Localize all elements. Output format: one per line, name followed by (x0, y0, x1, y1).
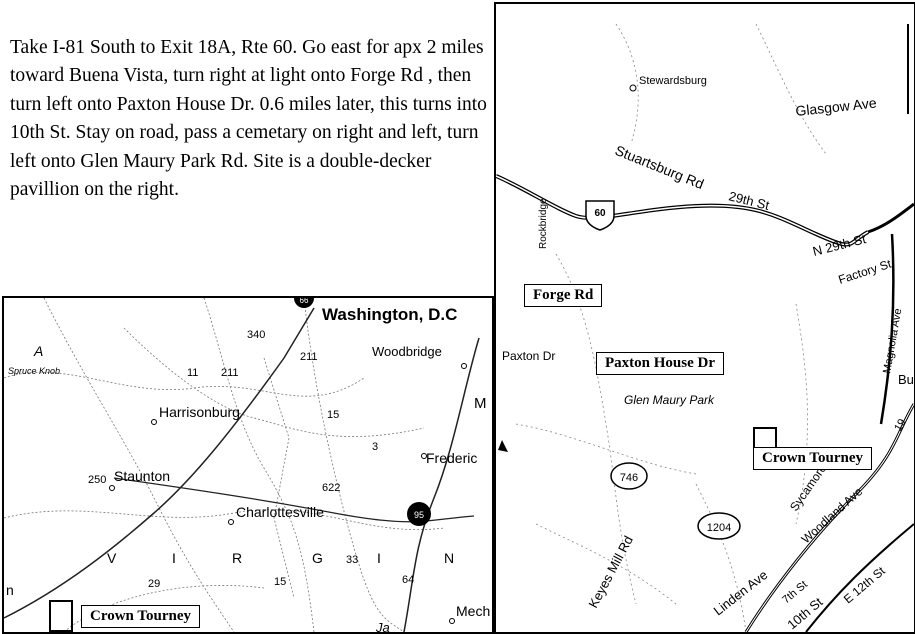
virginia-letter: N (444, 550, 454, 566)
route-number: 3 (372, 441, 378, 453)
label-woodbridge: Woodbridge (372, 344, 442, 359)
route-60-road (496, 174, 869, 247)
route-number: 622 (322, 482, 340, 494)
regional-map-svg: 66 95 Washington, D.C Woodbridge Harriso… (4, 298, 490, 632)
interstate-95-line (403, 337, 480, 632)
route-number: 15 (274, 576, 286, 588)
site-location-marker (49, 600, 73, 632)
label-keyes-mill-rd: Keyes Mill Rd (585, 533, 636, 610)
route-number: 29 (148, 578, 160, 590)
label-paxton-dr: Paxton Dr (502, 349, 555, 363)
regional-map[interactable]: 66 95 Washington, D.C Woodbridge Harriso… (2, 296, 494, 634)
label-n-fragment: n (6, 582, 14, 598)
local-map-svg: Stewardsburg Glasgow Ave Stuartsburg Rd … (496, 23, 914, 632)
crown-tourney-callout: Crown Tourney (81, 605, 201, 628)
route-number: 340 (247, 329, 265, 341)
woodbridge-marker-icon (461, 363, 467, 369)
label-stewardsburg: Stewardsburg (639, 75, 707, 87)
charlottesville-marker-icon (228, 519, 234, 525)
virginia-letter: I (377, 550, 381, 566)
mech-marker-icon (449, 618, 455, 624)
label-washington: Washington, D.C (322, 305, 457, 324)
label-glen-maury-park: Glen Maury Park (624, 393, 715, 407)
label-bu-fragment: Bu (898, 372, 914, 387)
label-rockbridge: Rockbridge (538, 198, 549, 249)
route-number: 211 (300, 351, 318, 363)
label-stuartsburg-rd: Stuartsburg Rd (613, 142, 706, 192)
label-spruce-knob: Spruce Knob (8, 366, 60, 376)
local-map[interactable]: Stewardsburg Glasgow Ave Stuartsburg Rd … (494, 2, 915, 634)
local-map-minor-roads (515, 23, 827, 632)
directions-text: Take I-81 South to Exit 18A, Rte 60. Go … (10, 37, 487, 201)
route-number: 211 (221, 367, 239, 379)
virginia-letter: G (312, 550, 323, 566)
route-number: 15 (327, 409, 339, 421)
staunton-marker-icon (109, 485, 115, 491)
interstate-66-label: 66 (300, 298, 309, 305)
route-number: 11 (187, 367, 198, 379)
label-ja-fragment: Ja (375, 620, 390, 632)
route-746-marker-icon (610, 462, 648, 490)
forge-rd-callout: Forge Rd (524, 284, 603, 307)
interstate-64-line (113, 477, 475, 523)
crown-tourney-callout: Crown Tourney (753, 447, 873, 470)
interstate-81-line (4, 307, 315, 619)
fredericksburg-marker-icon (421, 453, 427, 459)
label-a-letter: A (33, 343, 43, 359)
virginia-letter: V (107, 550, 117, 566)
railroad-line (805, 523, 914, 632)
route-1204-marker-icon (697, 512, 741, 540)
route-746-label: 746 (620, 472, 638, 484)
route-19-label: 19 (892, 417, 909, 434)
virginia-letter: R (232, 550, 242, 566)
label-charlottesville: Charlottesville (236, 504, 324, 520)
route-1204-label: 1204 (707, 522, 731, 534)
label-staunton: Staunton (114, 468, 170, 484)
regional-map-roads (4, 298, 445, 632)
route-60-shield-icon (585, 200, 615, 231)
paxton-house-dr-callout: Paxton House Dr (596, 352, 724, 375)
stewardsburg-marker-icon (629, 84, 637, 92)
n-29th-st-road (867, 202, 914, 234)
label-fredericksburg: Frederic (426, 450, 477, 466)
virginia-letter: I (172, 550, 176, 566)
route-number: 33 (346, 554, 358, 566)
interstate-95-shield-icon (407, 502, 431, 526)
route-number: 250 (88, 474, 106, 486)
route-60-label: 60 (594, 208, 606, 219)
route-number: 64 (402, 574, 414, 586)
label-magnolia-ave: Magnolia Ave (881, 308, 904, 375)
label-factory-st: Factory St (837, 256, 894, 286)
label-mech: Mech (456, 603, 490, 619)
interstate-95-label: 95 (414, 510, 424, 520)
magnolia-ave-road (879, 233, 895, 425)
label-glasgow-ave: Glasgow Ave (795, 95, 878, 119)
label-m-letter: M (474, 395, 487, 412)
label-harrisonburg: Harrisonburg (159, 404, 240, 420)
interstate-66-shield-icon (294, 298, 314, 308)
harrisonburg-marker-icon (151, 419, 157, 425)
